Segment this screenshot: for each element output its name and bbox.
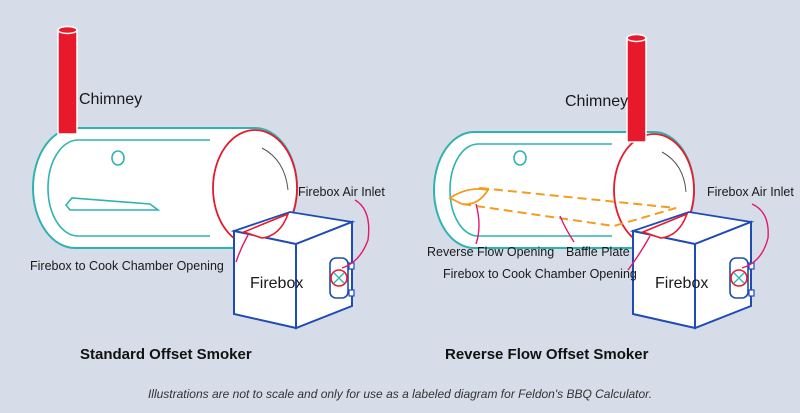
leader-reverse-flow xyxy=(475,203,480,245)
chimney xyxy=(57,29,78,135)
label-firebox: Firebox xyxy=(250,275,303,292)
label-air-inlet: Firebox Air Inlet xyxy=(707,185,794,199)
title-reverse-flow: Reverse Flow Offset Smoker xyxy=(445,346,649,363)
label-opening: Firebox to Cook Chamber Opening xyxy=(443,267,637,281)
chimney xyxy=(626,37,647,143)
hinge-bottom xyxy=(348,289,355,297)
hinge-bottom xyxy=(748,289,755,297)
chimney-top xyxy=(57,25,78,35)
cook-chamber-inner xyxy=(449,143,612,237)
leader-air-inlet xyxy=(341,199,370,269)
label-opening: Firebox to Cook Chamber Opening xyxy=(30,259,224,273)
leader-opening xyxy=(627,235,651,271)
firebox-opening xyxy=(241,212,290,239)
leader-air-inlet xyxy=(741,203,769,269)
thermometer-icon xyxy=(513,150,527,166)
firebox-opening xyxy=(640,212,689,239)
title-standard: Standard Offset Smoker xyxy=(80,346,252,363)
reverse-flow-smoker: Chimney Firebox Air Inlet Firebox Revers… xyxy=(427,33,794,363)
thermometer-icon xyxy=(111,150,125,166)
chamber-end-highlight xyxy=(261,147,289,191)
label-reverse-flow-opening: Reverse Flow Opening xyxy=(427,245,554,259)
reverse-flow-opening xyxy=(448,188,490,206)
label-air-inlet: Firebox Air Inlet xyxy=(298,185,385,199)
label-chimney: Chimney xyxy=(565,93,628,110)
firebox-side xyxy=(694,220,752,330)
cook-chamber-inner xyxy=(47,139,210,237)
footer-note: Illustrations are not to scale and only … xyxy=(148,387,652,401)
label-firebox: Firebox xyxy=(655,275,708,292)
air-inlet-cross xyxy=(333,272,345,284)
firebox-side xyxy=(295,220,353,330)
air-inlet-cross xyxy=(733,272,745,284)
leader-opening xyxy=(235,234,249,263)
chimney-top xyxy=(626,33,647,43)
standard-smoker: Chimney Firebox Air Inlet Firebox Firebo… xyxy=(30,25,385,363)
leader-baffle xyxy=(559,215,575,243)
chamber-end-highlight xyxy=(661,151,687,193)
label-baffle-plate: Baffle Plate xyxy=(566,245,630,259)
door-handle xyxy=(64,197,161,211)
label-chimney: Chimney xyxy=(79,91,142,108)
